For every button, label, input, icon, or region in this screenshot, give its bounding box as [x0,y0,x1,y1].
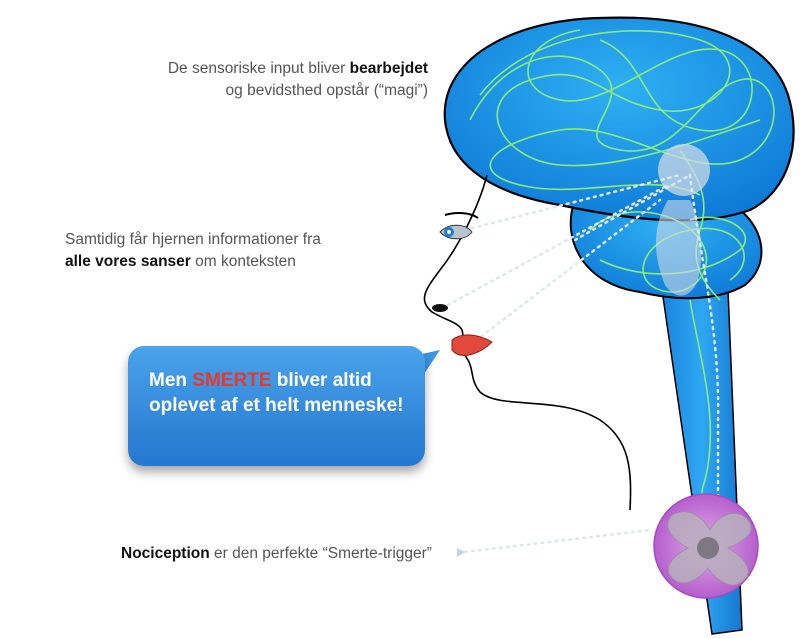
speech-bubble: Men SMERTE bliver altid oplevet af et he… [128,346,425,466]
caption-all-senses: Samtidig får hjernen informationer fra a… [65,229,321,273]
lips [452,335,492,356]
caption-sensory-text: De sensoriske input bliver [168,60,350,77]
bubble-text: Men SMERTE bliver altid oplevet af et he… [149,368,419,418]
caption-sensory-line2: og bevidsthed opstår (“magi”) [226,82,428,99]
caption-senses-line1: Samtidig får hjernen informationer fra [65,231,321,248]
caption-noci-rest: er den perfekte “Smerte-trigger” [210,545,432,562]
bubble-highlight: SMERTE [192,370,271,391]
bubble-text-pre: Men [149,370,192,391]
pupil [447,230,451,234]
ganglion-core [697,537,719,559]
caption-senses-rest: om konteksten [191,253,296,270]
caption-senses-bold: alle vores sanser [65,253,191,270]
caption-nociception: Nociception er den perfekte “Smerte-trig… [121,543,432,565]
nostril [432,304,448,312]
caption-sensory-bold: bearbejdet [350,60,428,77]
caption-noci-bold: Nociception [121,545,210,562]
caption-sensory-processing: De sensoriske input bliver bearbejdet og… [168,58,428,102]
arrow-icon [457,548,465,557]
